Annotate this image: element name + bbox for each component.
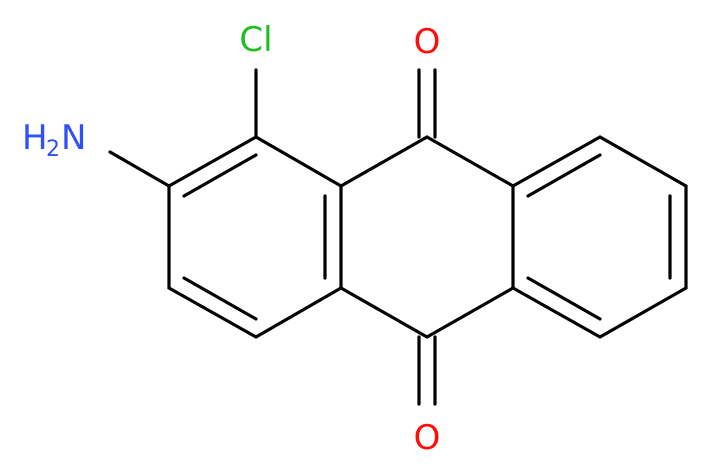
bond	[182, 153, 258, 198]
bond	[425, 286, 515, 339]
bond	[339, 135, 429, 188]
amine-subscript: 2	[46, 137, 60, 162]
bond	[254, 286, 343, 339]
bond	[425, 135, 515, 188]
bond	[167, 135, 258, 188]
oxygen-top-label: O	[414, 22, 441, 62]
chlorine-label: Cl	[239, 20, 272, 60]
amine-hydrogen: H	[22, 118, 48, 158]
bond	[511, 286, 602, 339]
oxygen-bottom-label: O	[414, 418, 441, 458]
bond	[526, 276, 602, 321]
amine-bond	[108, 150, 171, 188]
bond	[526, 153, 602, 198]
amine-nitrogen: N	[61, 118, 86, 158]
bond	[598, 135, 688, 188]
bond	[182, 276, 258, 321]
amine-label: H 2 N	[22, 118, 86, 162]
bond	[511, 135, 602, 188]
bond	[254, 135, 343, 188]
bond	[598, 286, 688, 339]
bond	[167, 286, 258, 339]
bond	[339, 286, 429, 339]
